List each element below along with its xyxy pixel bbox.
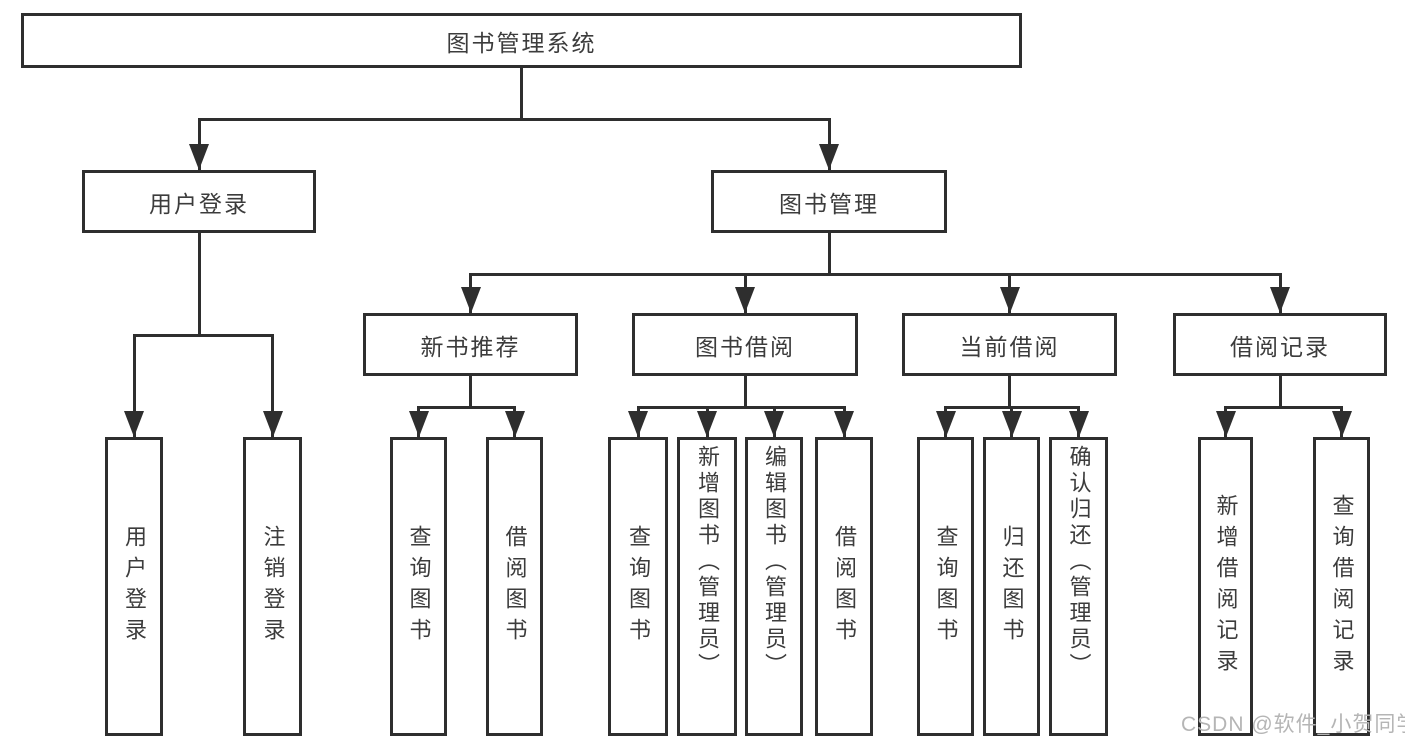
- node-cb1: 查询图书: [917, 437, 974, 736]
- connector-rail: [636, 406, 846, 409]
- node-label: 用户登录: [149, 190, 249, 217]
- connector-stem: [469, 376, 472, 409]
- node-label: 图书管理系统: [446, 29, 597, 56]
- arrowhead-down-icon: [262, 411, 283, 437]
- node-new-rec: 新书推荐: [363, 313, 578, 376]
- node-br1: 新增借阅记录: [1198, 437, 1253, 736]
- node-label: 注销登录: [260, 524, 286, 649]
- node-ul1: 用户登录: [105, 437, 163, 736]
- node-label: 查询图书: [406, 524, 432, 649]
- arrowhead-down-icon: [1068, 411, 1089, 437]
- node-label: 查询图书: [626, 524, 651, 649]
- connector-drop: [132, 334, 136, 437]
- node-bb1: 查询图书: [608, 437, 668, 736]
- arrowhead-down-icon: [628, 411, 648, 437]
- node-bb3: 编辑图书（管理员）: [745, 437, 803, 736]
- node-nb2: 借阅图书: [486, 437, 543, 736]
- arrowhead-down-icon: [999, 287, 1020, 313]
- node-label: 确认归还（管理员）: [1066, 445, 1092, 679]
- node-cb2: 归还图书: [983, 437, 1040, 736]
- arrowhead-down-icon: [189, 144, 209, 170]
- watermark: CSDN @软件_小贺同学: [1181, 713, 1405, 736]
- node-label: 归还图书: [999, 524, 1025, 649]
- node-cb3: 确认归还（管理员）: [1049, 437, 1108, 736]
- connector-stem: [197, 233, 201, 337]
- arrowhead-down-icon: [1215, 411, 1236, 437]
- node-label: 当前借阅: [959, 333, 1060, 360]
- node-label: 编辑图书（管理员）: [762, 445, 787, 679]
- connector-stem: [1278, 376, 1282, 409]
- connector-stem: [827, 233, 831, 276]
- connector-stem: [1008, 376, 1011, 409]
- arrowhead-down-icon: [735, 287, 755, 313]
- arrowhead-down-icon: [1270, 287, 1290, 313]
- node-bb2: 新增图书（管理员）: [677, 437, 737, 736]
- node-book-mgmt: 图书管理: [711, 170, 947, 233]
- node-label: 借阅图书: [832, 524, 857, 649]
- arrowhead-down-icon: [764, 411, 784, 437]
- node-label: 新书推荐: [420, 333, 521, 360]
- connector-stem: [520, 68, 523, 121]
- node-nb1: 查询图书: [390, 437, 447, 736]
- arrowhead-down-icon: [819, 144, 839, 170]
- connector-rail: [197, 118, 831, 121]
- node-ul2: 注销登录: [243, 437, 302, 736]
- node-label: 新增图书（管理员）: [695, 445, 720, 679]
- node-label: 借阅记录: [1230, 333, 1330, 360]
- arrowhead-down-icon: [697, 411, 717, 437]
- node-label: 新增借阅记录: [1213, 493, 1239, 680]
- node-label: 图书管理: [779, 190, 879, 217]
- arrowhead-down-icon: [504, 411, 525, 437]
- node-user-login: 用户登录: [82, 170, 316, 233]
- arrowhead-down-icon: [935, 411, 956, 437]
- connector-rail: [469, 273, 1282, 276]
- node-label: 图书借阅: [695, 333, 795, 360]
- connector-drop: [271, 334, 274, 437]
- node-label: 查询图书: [933, 524, 959, 649]
- arrowhead-down-icon: [1001, 411, 1022, 437]
- node-current: 当前借阅: [902, 313, 1117, 376]
- node-br2: 查询借阅记录: [1313, 437, 1370, 736]
- node-borrow: 图书借阅: [632, 313, 858, 376]
- node-bb4: 借阅图书: [815, 437, 873, 736]
- node-label: 用户登录: [122, 524, 147, 649]
- node-root: 图书管理系统: [21, 13, 1022, 68]
- arrowhead-down-icon: [408, 411, 429, 437]
- node-label: 借阅图书: [502, 524, 528, 649]
- connector-rail: [1224, 406, 1343, 409]
- arrowhead-down-icon: [124, 411, 144, 437]
- connector-stem: [743, 376, 747, 409]
- arrowhead-down-icon: [1331, 411, 1352, 437]
- arrowhead-down-icon: [834, 411, 854, 437]
- connector-rail: [132, 334, 274, 337]
- connector-rail: [417, 406, 516, 409]
- node-label: 查询借阅记录: [1329, 493, 1355, 680]
- arrowhead-down-icon: [460, 287, 481, 313]
- node-record: 借阅记录: [1173, 313, 1387, 376]
